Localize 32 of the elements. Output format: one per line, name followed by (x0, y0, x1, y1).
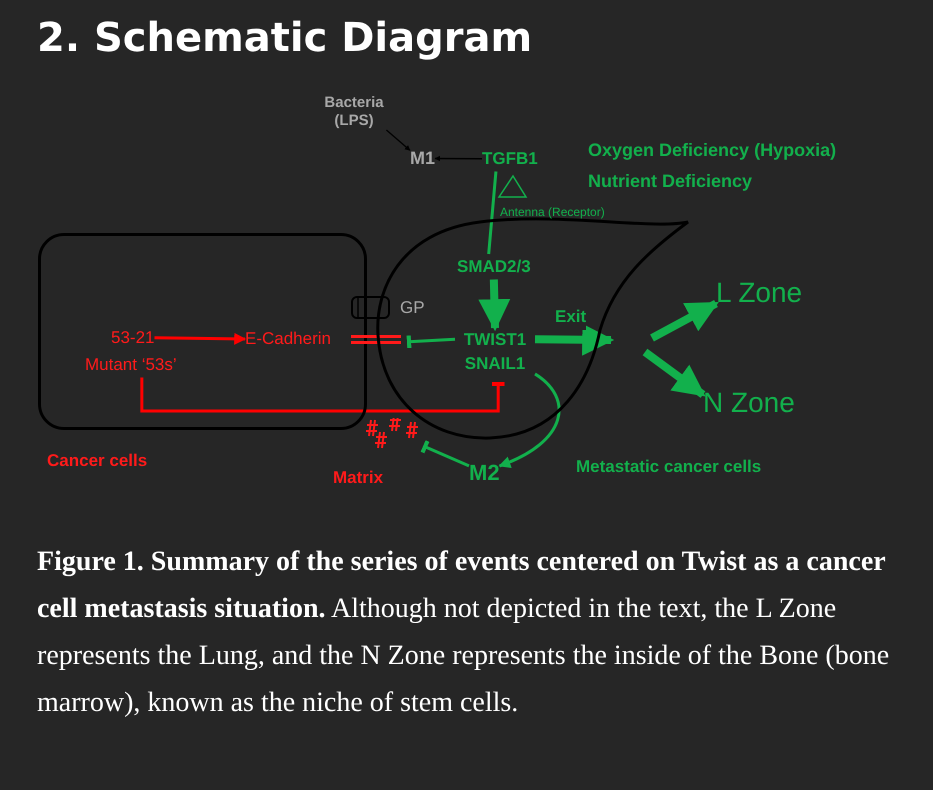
arrow (498, 372, 561, 468)
connector-line (487, 171, 498, 254)
zone-label: L Zone (716, 276, 802, 310)
inhibition-line (140, 378, 504, 412)
zone-label: N Zone (703, 386, 795, 420)
condition-label: Nutrient Deficiency (588, 170, 752, 193)
inhibition-line (406, 335, 456, 348)
condition-label: Oxygen Deficiency (Hypoxia) (588, 139, 836, 162)
arrow (642, 348, 706, 398)
cell-type-label: M2 (469, 459, 500, 487)
protein-label: TGFB1 (482, 148, 538, 170)
receptor-label: Antenna (Receptor) (500, 204, 605, 221)
figure-caption: Figure 1. Summary of the series of events centered on Twist as a cancer cell metastasis situation. Although not depicted in the text, the L Zone represents the Lung, and the N Zone represents the inside of the Bone (bone marrow), known as the niche of stem cells. (37, 545, 890, 720)
cell-caption: Cancer cells (47, 450, 148, 472)
cell-caption: Metastatic cancer cells (576, 456, 762, 478)
protein-label: E-Cadherin (245, 328, 331, 350)
protein-label: SMAD2/3 (457, 256, 531, 278)
transcription-factor-label: TWIST1 SNAIL1 (462, 329, 528, 375)
gene-label: Mutant ‘53s’ (85, 354, 177, 376)
page-title: 2. Schematic Diagram (37, 14, 532, 63)
cell-type-label: M1 (410, 147, 436, 170)
arrow (650, 300, 719, 342)
arrow (434, 156, 482, 162)
arrow (478, 279, 510, 332)
gene-label: 53-21 (111, 327, 154, 349)
protein-label: GP (400, 297, 425, 319)
stimulus-label: Bacteria (LPS) (323, 94, 385, 130)
inhibition-line (420, 440, 470, 468)
arrow (534, 324, 614, 356)
arrow (386, 129, 410, 151)
arrow (154, 332, 246, 345)
matrix-label: Matrix (333, 466, 384, 488)
